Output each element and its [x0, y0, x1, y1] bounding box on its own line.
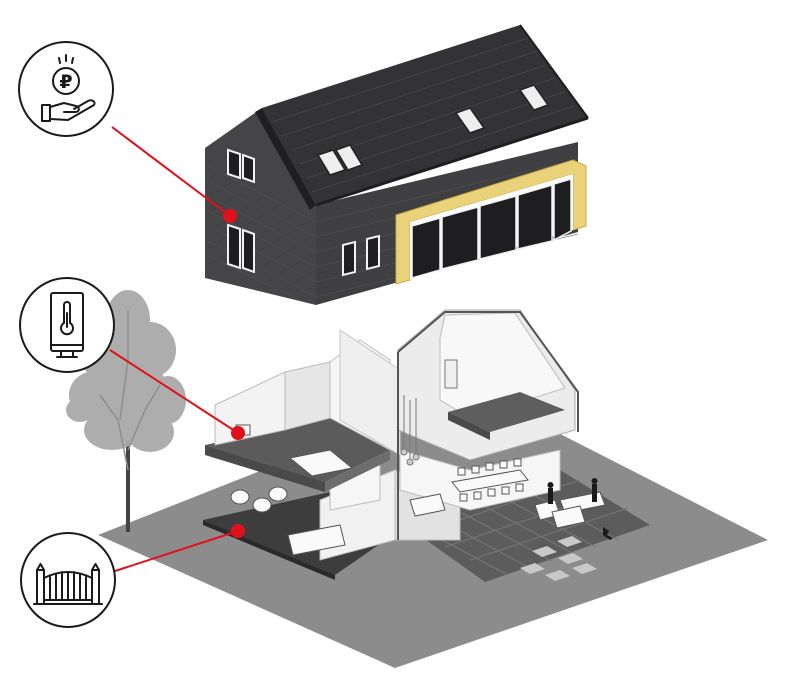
callout-cost[interactable]: ₽ [18, 41, 114, 137]
currency-symbol: ₽ [59, 71, 72, 93]
gable-windows [227, 148, 380, 277]
ground-floor-furniture [230, 458, 606, 556]
callout-heating[interactable] [19, 277, 115, 373]
callout-leader-lines [109, 126, 239, 573]
roof-skylights [316, 84, 550, 176]
roof-tile-lines [271, 37, 575, 193]
pendant-lights [400, 395, 420, 466]
upper-floor-walls-left [214, 329, 401, 456]
callout-fence[interactable] [20, 532, 116, 628]
upper-floor-gable-right [397, 309, 579, 540]
tree [66, 290, 186, 532]
heating-thermostat-icon [50, 292, 84, 358]
stepping-stones [520, 536, 597, 581]
timber-glazing-frame [395, 159, 587, 285]
coin-in-hand-icon: ₽ [41, 54, 96, 122]
callout-dots [223, 209, 245, 538]
gate-fence-icon [33, 563, 103, 605]
